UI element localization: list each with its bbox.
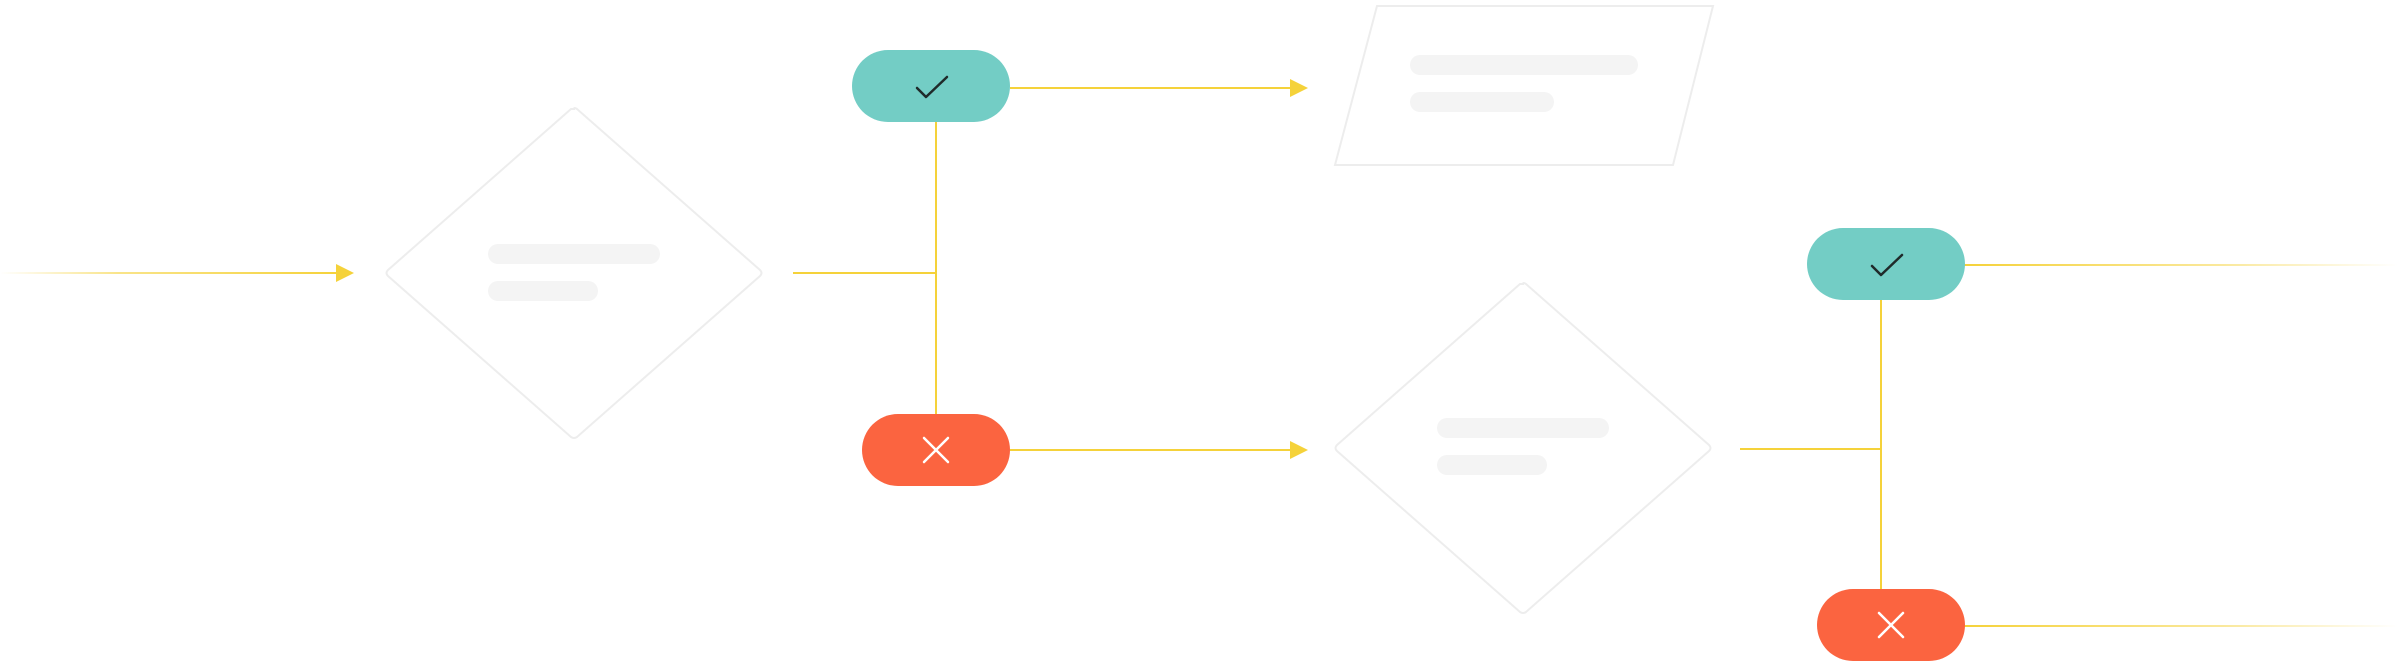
- input-arrowhead: [336, 264, 354, 282]
- yes-1-pill: [852, 50, 1010, 122]
- input-connector: [0, 272, 340, 274]
- no-1-arrowhead: [1290, 441, 1308, 459]
- process-1-placeholder-line-2: [1410, 92, 1554, 112]
- process-1-parallelogram: [1333, 5, 1715, 166]
- no-2-pill: [1817, 589, 1965, 661]
- decision-1-outline: [385, 107, 763, 439]
- yes-2-pill-shape: [1807, 228, 1965, 300]
- yes-2-output-connector: [1963, 264, 2398, 266]
- yes-1-arrowhead: [1290, 79, 1308, 97]
- yes-1-pill-shape: [852, 50, 1010, 122]
- decision-1-diamond: [385, 107, 763, 439]
- decision-1-placeholder-line-2: [488, 281, 598, 301]
- decision-1-placeholder-line-1: [488, 244, 660, 264]
- check-icon: [1870, 253, 1904, 277]
- decision-2-outline: [1334, 282, 1712, 614]
- decision-2-placeholder-line-2: [1437, 455, 1547, 475]
- yes-2-pill: [1807, 228, 1965, 300]
- close-icon: [1877, 611, 1905, 639]
- no-2-output-connector: [1963, 625, 2398, 627]
- check-icon: [915, 75, 949, 99]
- process-1-placeholder-line-1: [1410, 55, 1638, 75]
- process-1-outline: [1333, 5, 1715, 166]
- decision-2-diamond: [1334, 282, 1712, 614]
- no-1-pill: [862, 414, 1010, 486]
- decision-2-placeholder-line-1: [1437, 418, 1609, 438]
- close-icon: [922, 436, 950, 464]
